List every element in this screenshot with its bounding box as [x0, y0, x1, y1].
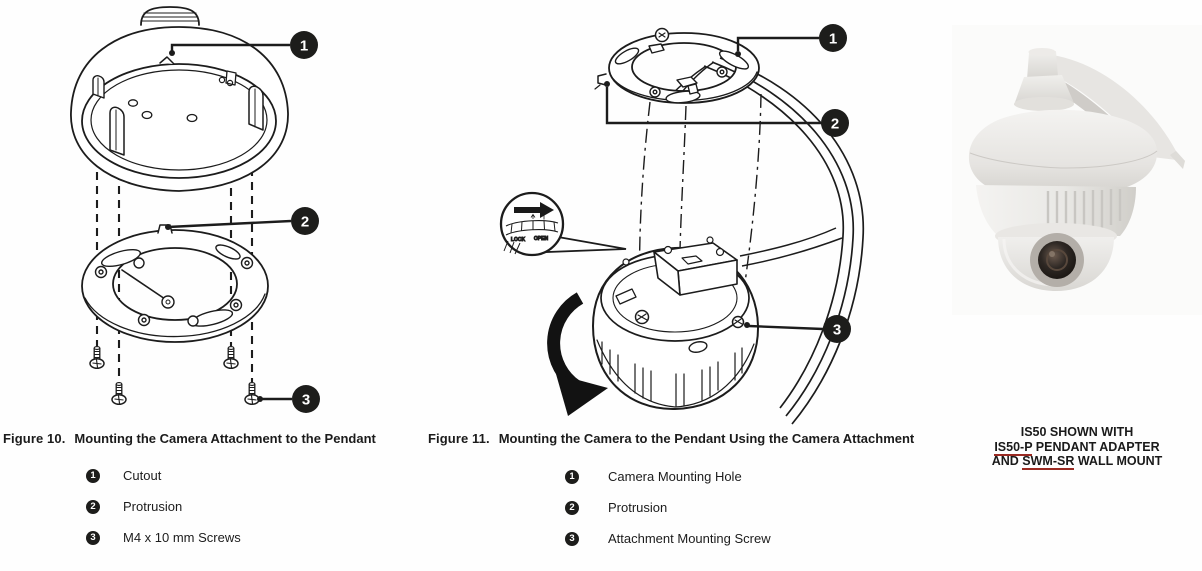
figure10-illustration: 1 2 3 [70, 6, 320, 413]
callout-2-number: 2 [301, 214, 309, 231]
figure10-callout-1: 1 [169, 31, 318, 59]
legend-item: 1 Camera Mounting Hole [565, 461, 771, 492]
callout-1-badge [290, 31, 318, 59]
lock-label: LOCK [511, 237, 526, 243]
figure10-caption-text: Mounting the Camera Attachment to the Pe… [74, 431, 376, 446]
legend-label: Attachment Mounting Screw [608, 531, 771, 546]
figure11-callout-2: 2 [604, 81, 849, 137]
callout-1-number: 1 [829, 31, 837, 48]
legend-item: 2 Protrusion [565, 492, 771, 523]
figure10-legend: 1 Cutout 2 Protrusion 3 M4 x 10 mm Screw… [86, 460, 241, 553]
photo-caption-line2-rest: PENDANT ADAPTER [1032, 439, 1160, 454]
legend-label: Protrusion [123, 499, 183, 514]
figure11-legend: 1 Camera Mounting Hole 2 Protrusion 3 At… [565, 461, 771, 554]
callout-2-badge [291, 207, 319, 235]
legend-label: M4 x 10 mm Screws [123, 530, 241, 545]
callout-3-number: 3 [302, 392, 310, 409]
callout-3-badge [292, 385, 320, 413]
legend-number-badge: 3 [565, 531, 579, 546]
legend-number-badge: 3 [86, 530, 100, 545]
legend-item: 1 Cutout [86, 460, 241, 491]
product-photo-caption: IS50 SHOWN WITH IS50-P PENDANT ADAPTER A… [952, 425, 1202, 470]
rotate-arrow [547, 292, 608, 416]
legend-item: 2 Protrusion [86, 491, 241, 522]
figure11-callout-1: 1 [735, 24, 847, 57]
figure11-caption: Figure 11. Mounting the Camera to the Pen… [428, 431, 914, 446]
legend-item: 3 M4 x 10 mm Screws [86, 522, 241, 553]
legend-item: 3 Attachment Mounting Screw [565, 523, 771, 554]
figure11-caption-text: Mounting the Camera to the Pendant Using… [498, 431, 915, 446]
legend-label: Camera Mounting Hole [608, 469, 742, 484]
figure10-callout-2: 2 [165, 207, 319, 235]
legend-number-badge: 2 [86, 499, 100, 514]
housing-ribs [1046, 189, 1122, 233]
cutout-notch [159, 56, 175, 65]
legend-number-badge: 1 [86, 468, 100, 483]
lock-open-inset: LOCK OPEN [499, 191, 627, 257]
callout-3-number: 3 [833, 322, 841, 339]
photo-caption-line3-prefix: AND [991, 454, 1023, 468]
is50p-link[interactable]: IS50-P [994, 439, 1033, 456]
callout-3-badge [823, 315, 851, 343]
pendant-drawing [70, 6, 289, 192]
swmsr-link[interactable]: SWM-SR [1022, 454, 1075, 470]
pendant-housing [968, 109, 1158, 236]
figure11-illustration: LOCK OPEN 1 2 3 [499, 24, 865, 425]
camera-lens [1038, 241, 1076, 279]
direction-arrow-icon [514, 202, 554, 218]
open-label: OPEN [534, 236, 549, 242]
figure10-caption: Figure 10. Mounting the Camera Attachment… [3, 431, 376, 446]
attachment-ring-drawing [81, 224, 269, 343]
photo-caption-line2: IS50-P PENDANT ADAPTER [952, 439, 1202, 456]
callout-2-number: 2 [831, 116, 839, 133]
m4-screws-drawing [89, 345, 260, 406]
attachment-ring-mounted-drawing [594, 27, 760, 104]
legend-number-badge: 1 [565, 469, 579, 484]
rib-band [601, 341, 743, 407]
legend-label: Cutout [123, 468, 162, 483]
figure10-caption-label: Figure 10. [3, 431, 66, 446]
ring-protrusion [597, 73, 607, 86]
legend-number-badge: 2 [565, 500, 579, 515]
legend-label: Protrusion [608, 500, 668, 515]
callout-2-badge [821, 109, 849, 137]
connector-block [653, 242, 738, 296]
dome-assembly [995, 223, 1117, 291]
camera-body-drawing [592, 236, 760, 411]
callout-1-badge [819, 24, 847, 52]
callout-1-number: 1 [300, 38, 308, 55]
figure10-callout-3: 3 [257, 385, 320, 413]
figure11-callout-3: 3 [744, 315, 851, 343]
photo-caption-line1: IS50 SHOWN WITH [1020, 425, 1134, 439]
photo-caption-line3: AND SWM-SR WALL MOUNT [952, 454, 1202, 470]
figure11-caption-label: Figure 11. [428, 431, 490, 446]
photo-caption-line3-rest: WALL MOUNT [1074, 454, 1163, 468]
product-photo [952, 25, 1202, 315]
